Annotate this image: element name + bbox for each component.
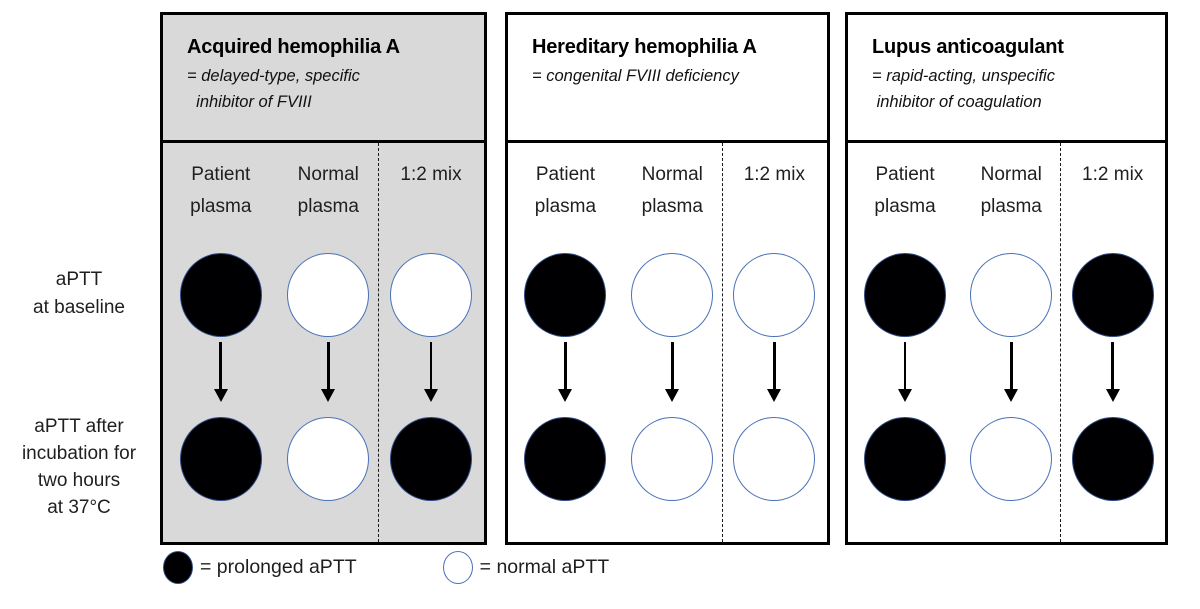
- mix-divider-dashed-line: [721, 143, 723, 542]
- column-header-patient-plasma: Patient plasma: [190, 164, 252, 217]
- panel-title: Hereditary hemophilia A: [532, 36, 757, 58]
- column-headers: Patient plasma Normal plasma 1:2 mix: [848, 159, 1165, 223]
- down-arrow-icon: [1105, 342, 1120, 404]
- after-incubation-row: [848, 417, 1165, 501]
- aptt-result-dot: [864, 253, 947, 337]
- normal-aptt-dot-icon: [442, 551, 473, 584]
- panel-acquired-hemophilia-a: Acquired hemophilia A = delayed-type, sp…: [160, 12, 487, 545]
- panel-title: Acquired hemophilia A: [187, 36, 400, 58]
- aptt-result-dot: [733, 253, 816, 337]
- legend-item-prolonged: = prolonged aPTT: [163, 551, 357, 584]
- column-header-mix: 1:2 mix: [743, 164, 805, 185]
- panel-body: Patient plasma Normal plasma 1:2 mix: [848, 143, 1165, 542]
- row-label-aptt-incubation: aPTT after incubation for two hours at 3…: [21, 416, 137, 518]
- aptt-result-dot: [287, 253, 370, 337]
- aptt-result-dot: [733, 417, 816, 501]
- column-header-patient-plasma: Patient plasma: [534, 164, 597, 217]
- panel-subtitle: = congenital FVIII deficiency: [532, 67, 739, 85]
- aptt-result-dot: [631, 253, 714, 337]
- aptt-result-dot: [287, 417, 370, 501]
- panel-body: Patient plasma Normal plasma 1:2 mix: [508, 143, 827, 542]
- baseline-row: [848, 253, 1165, 337]
- aptt-result-dot: [179, 253, 262, 337]
- down-arrow-icon: [767, 342, 782, 404]
- column-header-mix: 1:2 mix: [1082, 164, 1144, 185]
- aptt-result-dot: [524, 253, 607, 337]
- incubation-arrows-row: [163, 342, 484, 404]
- legend-item-normal: = normal aPTT: [442, 551, 610, 584]
- row-label-aptt-baseline: aPTT at baseline: [33, 269, 125, 318]
- down-arrow-icon: [424, 342, 438, 404]
- panel-header: Hereditary hemophilia A = congenital FVI…: [508, 15, 827, 143]
- down-arrow-icon: [898, 342, 913, 404]
- column-headers: Patient plasma Normal plasma 1:2 mix: [163, 159, 484, 223]
- down-arrow-icon: [558, 342, 573, 404]
- panel-body: Patient plasma Normal plasma 1:2 mix: [163, 143, 484, 542]
- aptt-result-dot: [524, 417, 607, 501]
- after-incubation-row: [508, 417, 827, 501]
- panel-title: Lupus anticoagulant: [872, 36, 1064, 58]
- aptt-result-dot: [970, 417, 1053, 501]
- panel-header: Lupus anticoagulant = rapid-acting, unsp…: [848, 15, 1165, 143]
- down-arrow-icon: [1004, 342, 1019, 404]
- aptt-result-dot: [864, 417, 947, 501]
- mix-divider-dashed-line: [1060, 143, 1062, 542]
- aptt-result-dot: [1071, 417, 1154, 501]
- down-arrow-icon: [665, 342, 680, 404]
- aptt-result-dot: [1071, 253, 1154, 337]
- column-headers: Patient plasma Normal plasma 1:2 mix: [508, 159, 827, 223]
- panel-lupus-anticoagulant: Lupus anticoagulant = rapid-acting, unsp…: [845, 12, 1168, 545]
- aptt-result-dot: [390, 417, 472, 501]
- baseline-row: [508, 253, 827, 337]
- panel-hereditary-hemophilia-a: Hereditary hemophilia A = congenital FVI…: [505, 12, 830, 545]
- legend-label: = normal aPTT: [479, 556, 610, 578]
- prolonged-aptt-dot-icon: [163, 551, 193, 584]
- down-arrow-icon: [213, 342, 228, 404]
- panel-header: Acquired hemophilia A = delayed-type, sp…: [163, 15, 484, 143]
- column-header-patient-plasma: Patient plasma: [874, 164, 936, 217]
- legend-label: = prolonged aPTT: [200, 556, 357, 578]
- column-header-normal-plasma: Normal plasma: [641, 164, 703, 217]
- incubation-arrows-row: [848, 342, 1165, 404]
- aptt-result-dot: [631, 417, 714, 501]
- aptt-result-dot: [970, 253, 1053, 337]
- baseline-row: [163, 253, 484, 337]
- panel-subtitle: = delayed-type, specific inhibitor of FV…: [187, 67, 360, 111]
- panel-subtitle: = rapid-acting, unspecific inhibitor of …: [872, 67, 1055, 111]
- mix-divider-dashed-line: [378, 143, 380, 542]
- after-incubation-row: [163, 417, 484, 501]
- aptt-result-dot: [179, 417, 262, 501]
- down-arrow-icon: [321, 342, 336, 404]
- column-header-mix: 1:2 mix: [400, 164, 462, 185]
- column-header-normal-plasma: Normal plasma: [980, 164, 1042, 217]
- incubation-arrows-row: [508, 342, 827, 404]
- aptt-result-dot: [390, 253, 472, 337]
- column-header-normal-plasma: Normal plasma: [297, 164, 359, 217]
- legend: = prolonged aPTT = normal aPTT: [163, 551, 609, 584]
